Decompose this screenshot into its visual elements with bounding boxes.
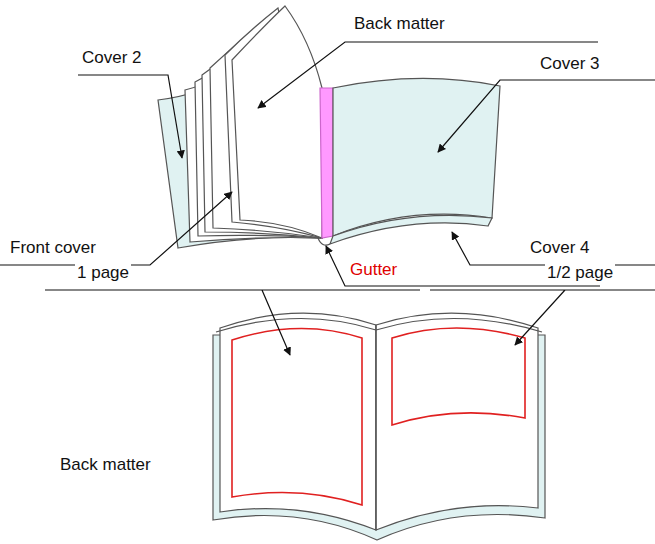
part-label: Back matter bbox=[352, 14, 447, 34]
part-label: Back matter bbox=[58, 455, 153, 475]
part-label: Cover 2 bbox=[80, 48, 144, 68]
part-label: Gutter bbox=[348, 260, 399, 280]
part-label: Cover 3 bbox=[538, 54, 602, 74]
part-label: 1/2 page bbox=[545, 263, 615, 283]
part-label: Front cover bbox=[8, 238, 98, 258]
part-label: Cover 4 bbox=[528, 238, 592, 258]
part-label: 1 page bbox=[75, 263, 131, 283]
